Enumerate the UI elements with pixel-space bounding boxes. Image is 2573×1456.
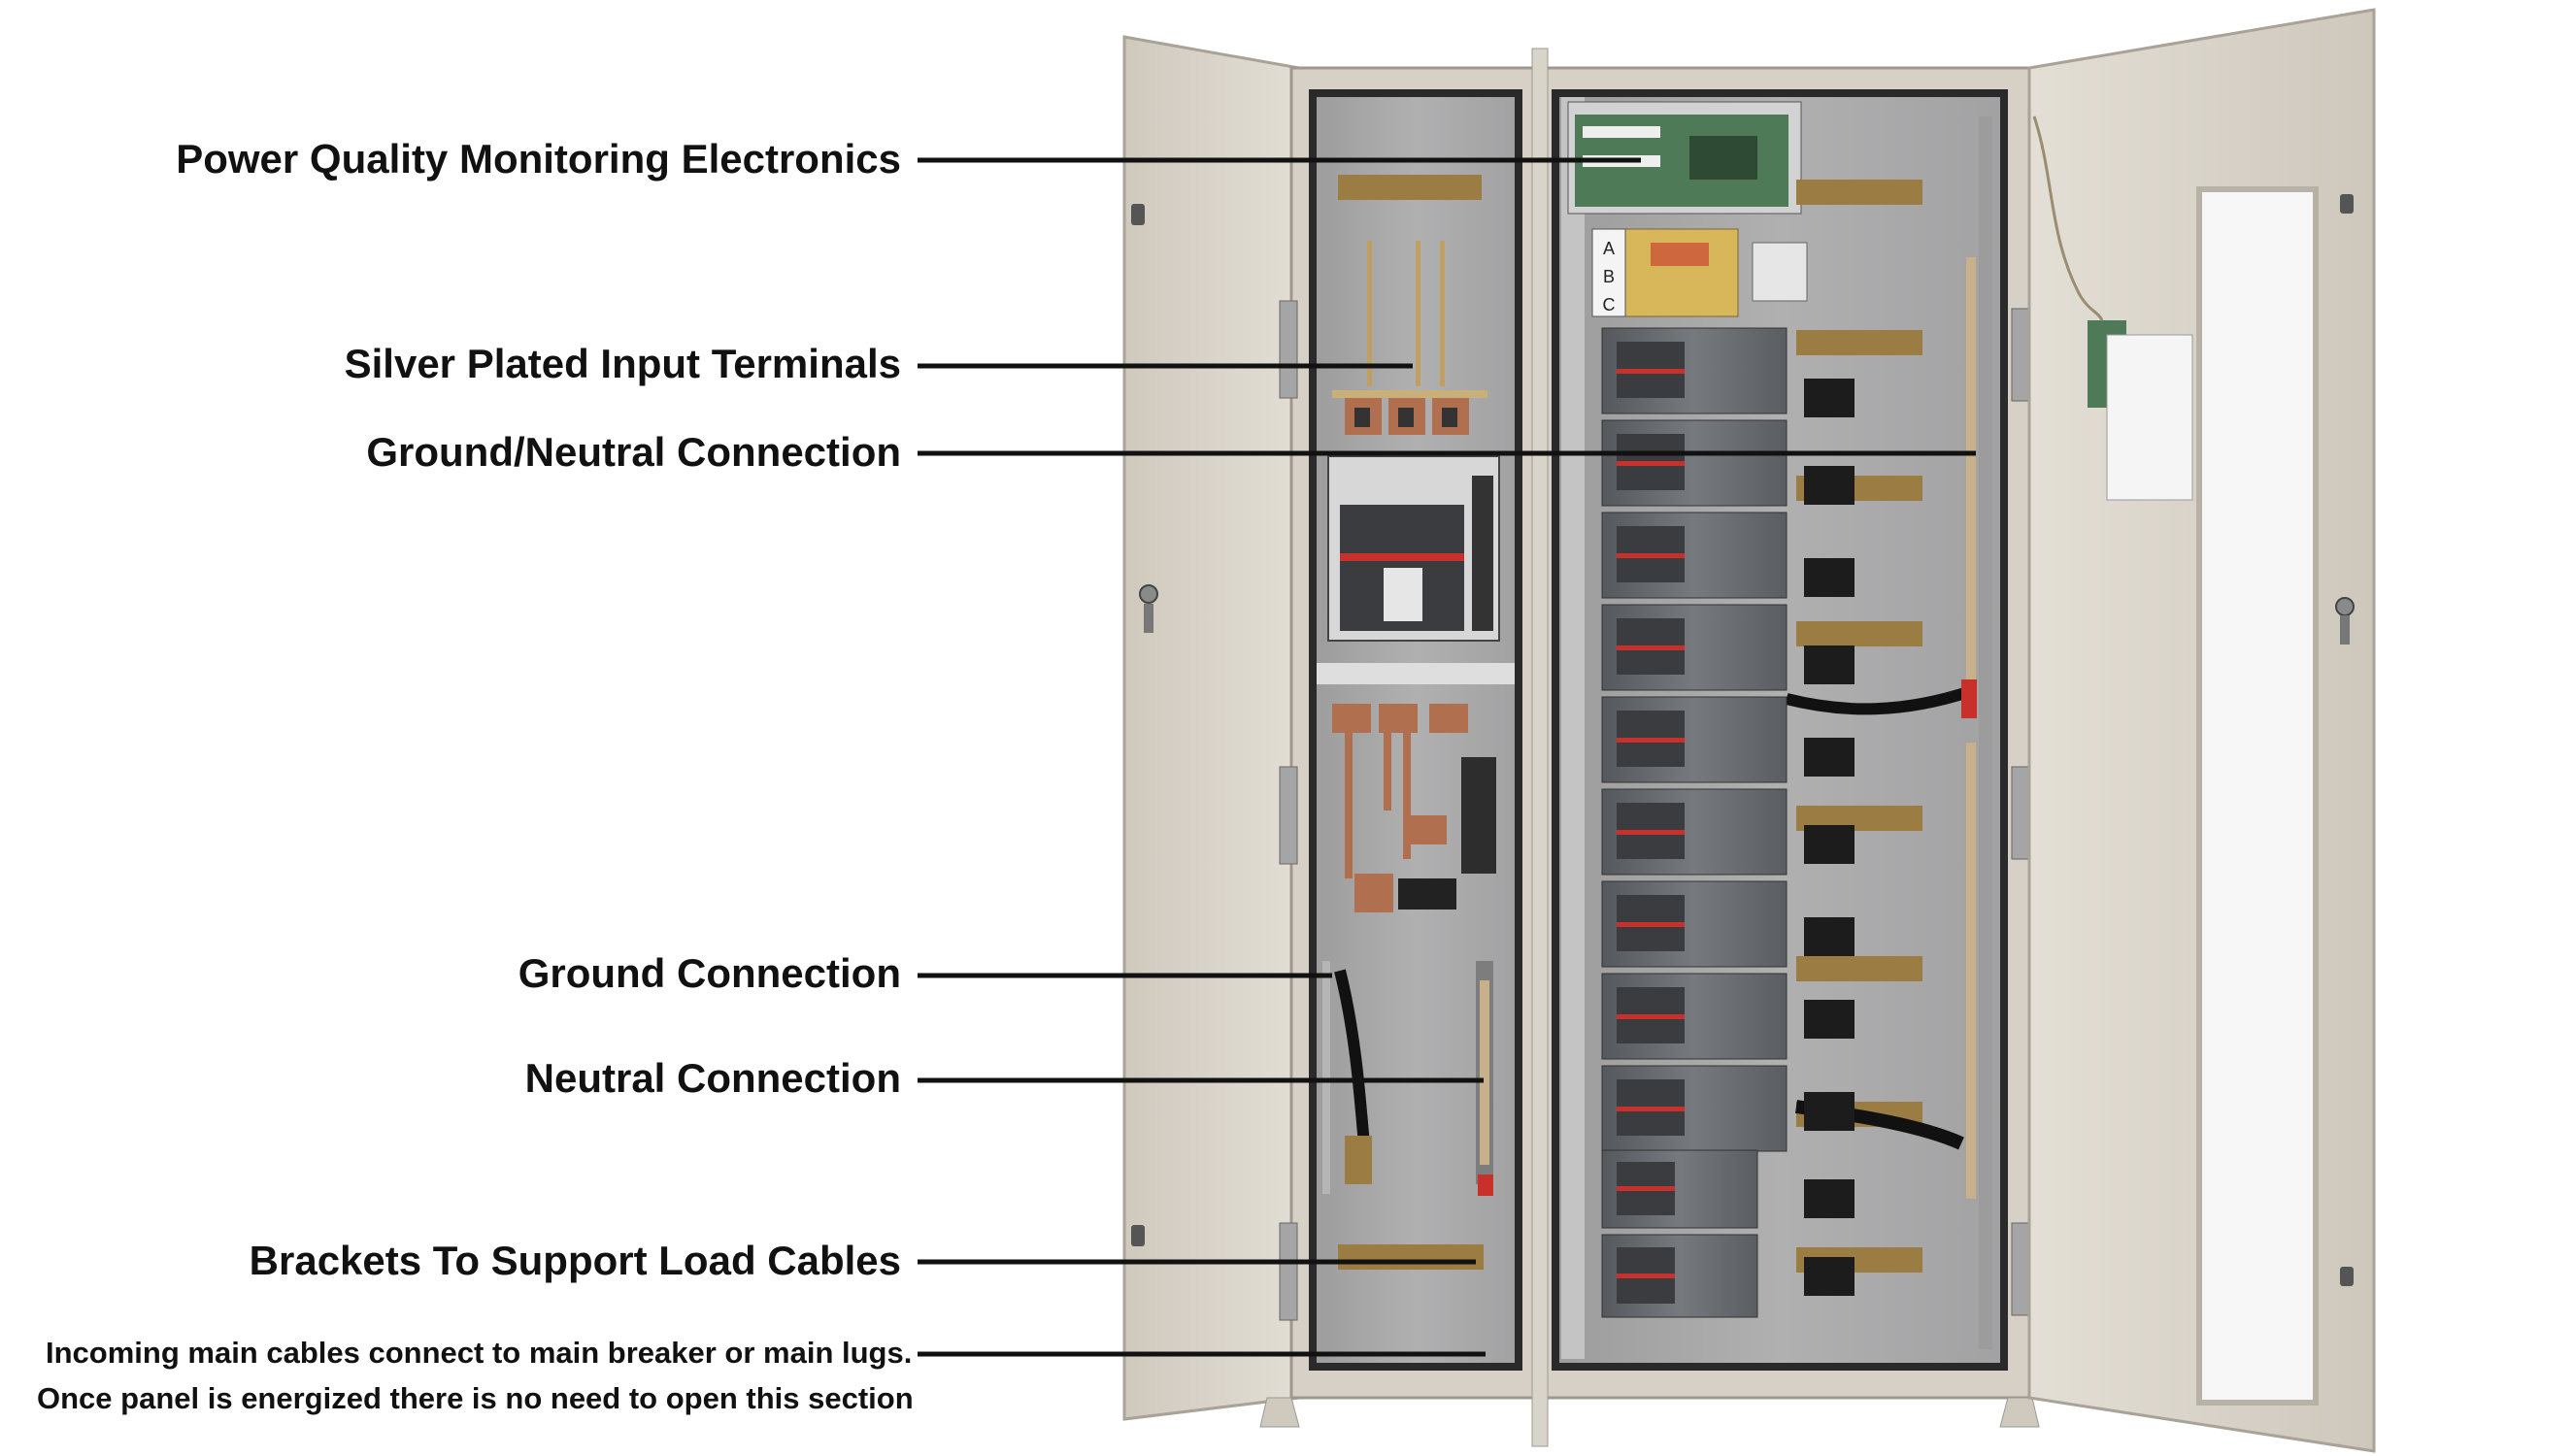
cable-bracket (1796, 956, 1922, 981)
door-window (2196, 186, 2319, 1406)
hinge-icon (2011, 308, 2030, 402)
cable-bracket (1796, 621, 1922, 646)
door-latch-icon (2340, 1267, 2354, 1286)
callout-leaders (918, 157, 1976, 1357)
phase-label-c: C (1603, 295, 1616, 314)
branch-breakers (1601, 327, 1788, 1318)
note-line-2: Once panel is energized there is no need… (37, 1381, 914, 1415)
label-silver-plated-input-terminals: Silver Plated Input Terminals (344, 341, 901, 386)
current-transformers (1804, 379, 1855, 1296)
center-divider (1531, 48, 1549, 1447)
label-neutral-connection: Neutral Connection (524, 1055, 901, 1101)
right-door (2027, 8, 2376, 1453)
left-door (1122, 35, 1301, 1421)
phase-label-a: A (1603, 239, 1615, 258)
phase-label-b: B (1603, 267, 1615, 286)
door-latch-icon (1131, 1225, 1145, 1246)
hinge-icon (1279, 1222, 1298, 1321)
cable-bracket (1796, 330, 1922, 355)
lock-icon (1139, 584, 1158, 604)
note-line-1: Incoming main cables connect to main bre… (46, 1336, 913, 1370)
label-power-quality-monitoring: Power Quality Monitoring Electronics (176, 136, 901, 182)
cable-bracket (1338, 175, 1482, 200)
cable-bracket (1338, 1244, 1484, 1270)
ground-bar (1322, 961, 1330, 1194)
distribution-section: A B C (1552, 89, 2008, 1371)
hinge-icon (2011, 766, 2030, 860)
hinge-icon (1279, 300, 1298, 399)
label-ground-connection: Ground Connection (518, 950, 901, 996)
hinge-icon (1279, 766, 1298, 865)
label-ground-neutral-connection: Ground/Neutral Connection (366, 429, 901, 475)
door-latch-icon (1131, 204, 1145, 225)
lock-icon (2335, 597, 2355, 616)
door-latch-icon (2340, 194, 2354, 214)
main-breaker-section (1309, 89, 1522, 1371)
cable-bracket (1796, 180, 1922, 205)
hinge-icon (2011, 1222, 2030, 1316)
label-brackets-load-cables: Brackets To Support Load Cables (249, 1238, 901, 1283)
door-label-sheet (2106, 334, 2193, 501)
